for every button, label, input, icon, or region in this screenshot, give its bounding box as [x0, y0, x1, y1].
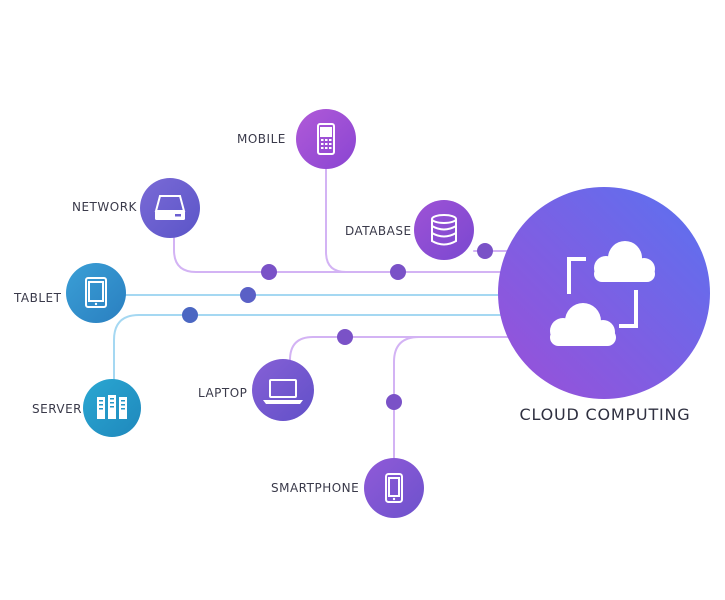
smartphone-icon: [385, 473, 403, 503]
connector-laptop: [289, 336, 511, 361]
junction-node: [337, 329, 353, 345]
junction-node: [240, 287, 256, 303]
cloud-computing-hub: [498, 187, 710, 399]
mobile-phone-icon: [317, 123, 335, 155]
device-node-mobile: [296, 109, 356, 169]
label-server: SERVER: [32, 402, 83, 416]
device-node-smartphone: [364, 458, 424, 518]
database-icon: [431, 214, 457, 246]
device-node-tablet: [66, 263, 126, 323]
junction-nodes: [182, 243, 493, 410]
label-smartphone: SMARTPHONE: [271, 481, 360, 495]
tablet-icon: [85, 277, 107, 308]
device-node-database: [414, 200, 474, 260]
label-tablet: TABLET: [14, 291, 62, 305]
junction-node: [261, 264, 277, 280]
label-database: DATABASE: [345, 224, 412, 238]
cloud-bottom-icon: [550, 303, 616, 346]
connector-server: [113, 314, 511, 383]
junction-node: [390, 264, 406, 280]
label-mobile: MOBILE: [237, 132, 286, 146]
connection-lines: [113, 167, 511, 459]
network-drive-icon: [154, 195, 186, 220]
hub-title: CLOUD COMPUTING: [519, 405, 691, 424]
device-node-server: [83, 379, 141, 437]
cloud-top-icon: [594, 241, 655, 282]
junction-node: [477, 243, 493, 259]
connector-mobile: [325, 167, 511, 273]
label-laptop: LAPTOP: [198, 386, 248, 400]
junction-node: [386, 394, 402, 410]
label-network: NETWORK: [72, 200, 137, 214]
cloud-computing-icon: [567, 257, 638, 328]
device-node-network: [140, 178, 200, 238]
connector-network: [173, 231, 511, 273]
laptop-icon: [263, 379, 303, 404]
device-node-laptop: [252, 359, 314, 421]
connector-smartphone: [393, 336, 511, 459]
junction-node: [182, 307, 198, 323]
